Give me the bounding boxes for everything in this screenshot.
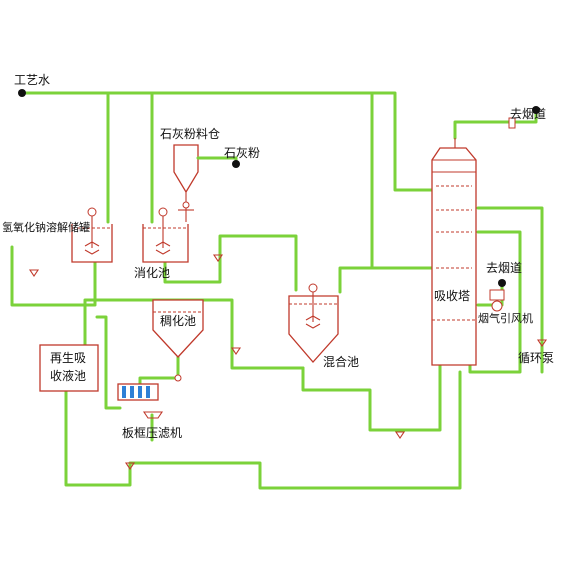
pipe-thickening-overflow [83, 298, 305, 370]
label-thickening-tank: 稠化池 [160, 314, 196, 328]
label-slaking-tank: 消化池 [134, 266, 170, 280]
absorber-tower [431, 138, 477, 366]
pipe-naoh-overflow [10, 245, 97, 307]
pipe-regen-to-absorber [64, 370, 462, 490]
label-filter-press: 板框压滤机 [122, 426, 182, 440]
valves [28, 254, 548, 470]
label-to-flue-mid: 去烟道 [486, 261, 522, 275]
label-circ-pump: 循环泵 [518, 351, 554, 365]
naoh-dissolution-tank [71, 207, 113, 263]
label-absorber: 吸收塔 [434, 289, 470, 303]
spray-headers [436, 185, 472, 269]
valve-thickening-out [230, 347, 242, 355]
flue-fitting-top [508, 117, 516, 129]
valve-mixing-out [394, 431, 406, 439]
pipe-absorber-to-flue-top [453, 108, 538, 140]
pipe-absorber-right-spray [476, 206, 544, 374]
lime-powder-inlet-dot [232, 160, 240, 168]
pump-thickening [174, 374, 182, 382]
label-mixing-tank: 混合池 [323, 354, 359, 369]
label-regen-tank-line2: 收液池 [50, 368, 86, 383]
label-to-flue-top: 去烟道 [510, 107, 546, 121]
thickening-tank [152, 299, 204, 358]
pipe-regen-side [95, 315, 122, 410]
process-water-inlet-dot [18, 89, 26, 97]
pipe-water-to-absorber-top [370, 91, 434, 192]
pipe-mixing-bottom [301, 358, 442, 432]
label-lime-silo: 石灰粉料仓 [160, 127, 220, 141]
label-lime-powder: 石灰粉 [224, 146, 260, 160]
pipe-slaking-to-mixing [163, 234, 298, 292]
valve-slaking [212, 254, 224, 262]
valve-regen-bottom [124, 462, 136, 470]
label-id-fan: 烟气引风机 [478, 311, 533, 325]
filter-press [117, 383, 164, 419]
flue-outlet-mid-dot [498, 279, 506, 287]
mixing-tank [288, 283, 339, 363]
label-naoh-tank: 氢氧化钠溶解储罐 [2, 220, 90, 234]
valve-naoh [28, 269, 40, 277]
slaking-tank [142, 207, 189, 263]
label-regen-tank-line1: 再生吸 [50, 351, 86, 365]
flue-outlet-top-dot [532, 106, 540, 114]
pipe-absorber-to-mixing [338, 266, 434, 294]
id-fan [489, 289, 505, 312]
label-process-water: 工艺水 [14, 73, 50, 87]
regeneration-tank [39, 344, 99, 392]
valve-circ-pump [536, 339, 548, 347]
